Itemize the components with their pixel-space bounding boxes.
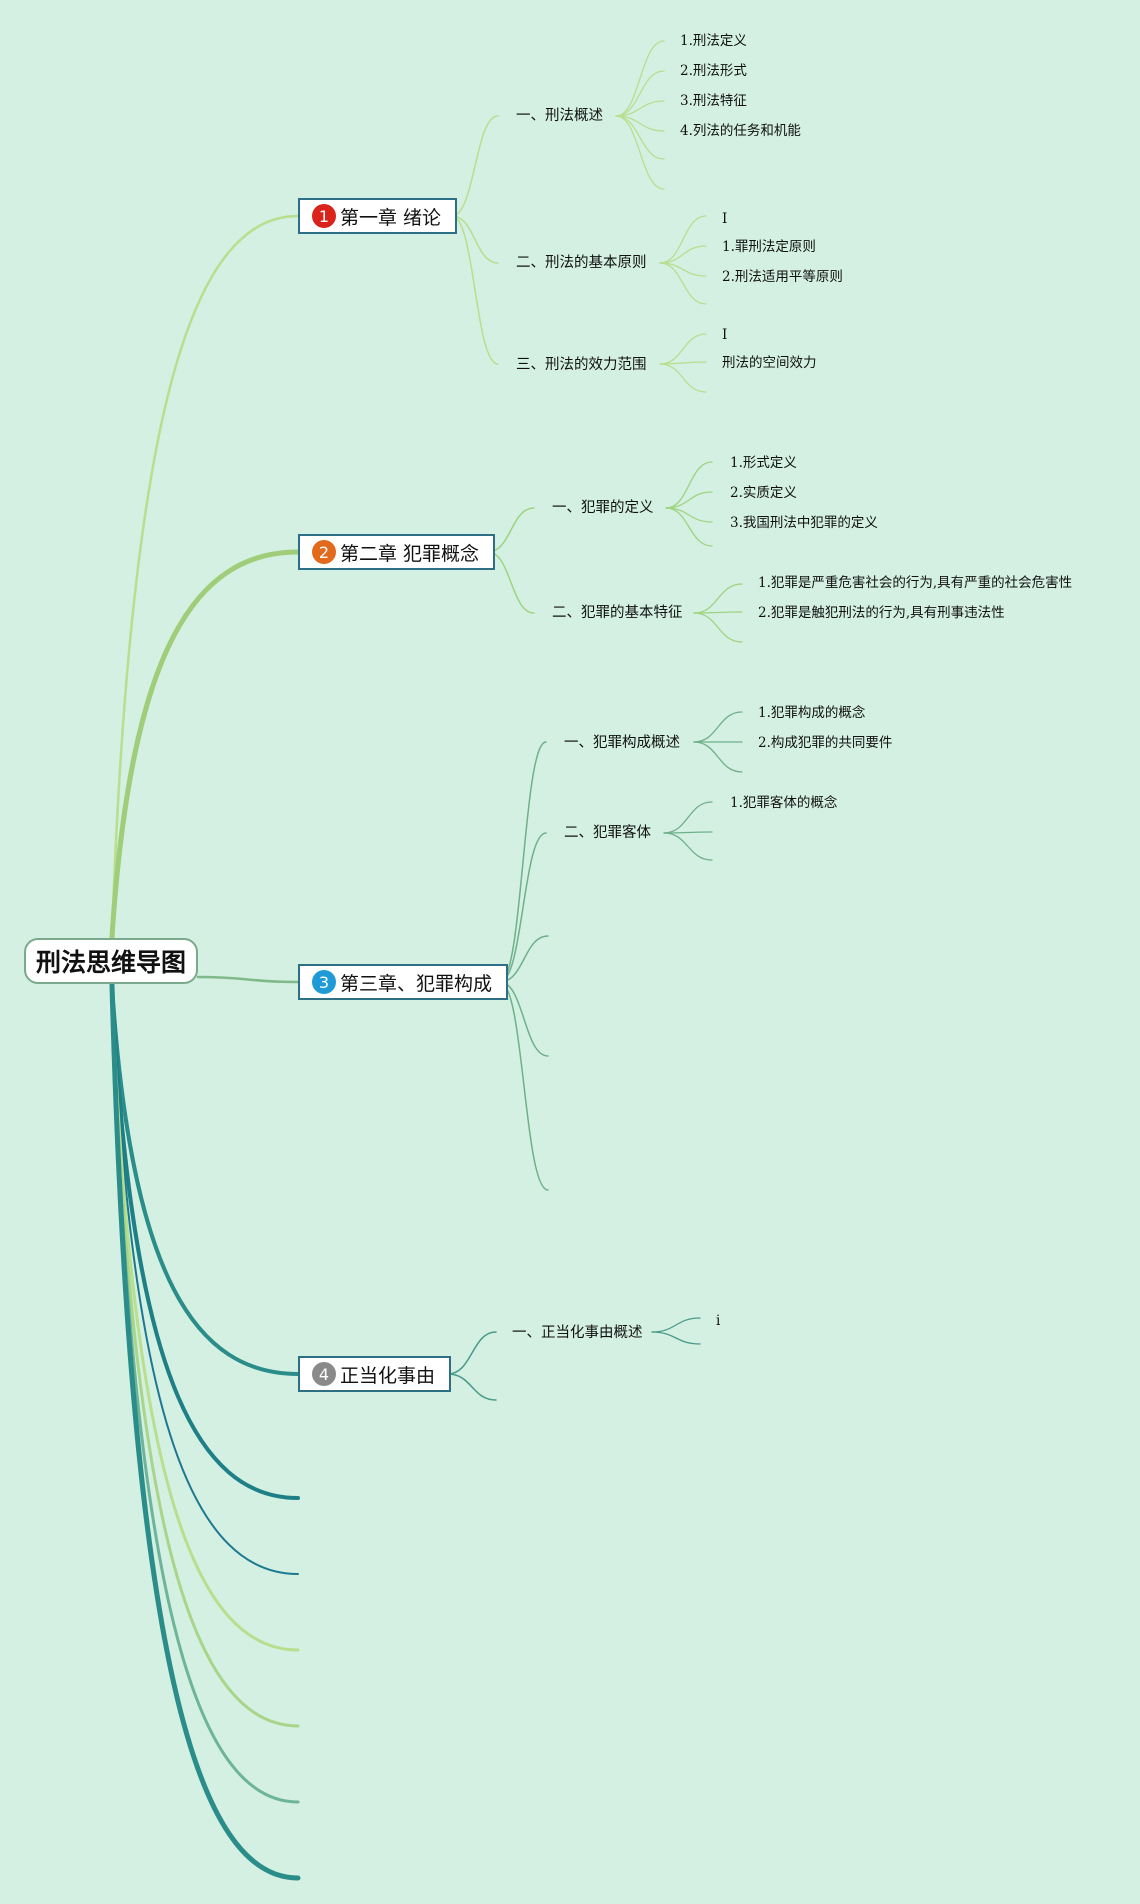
connector-22: [693, 583, 743, 614]
connector-15: [659, 363, 707, 393]
connector-root-chapter-1: [110, 214, 300, 939]
connector-10: [659, 245, 707, 264]
leaf-1-1-4[interactable]: 4.列法的任务和机能: [680, 123, 801, 139]
leaf-1-2-3[interactable]: 2.刑法适用平等原则: [722, 269, 843, 285]
connector-5: [615, 100, 665, 117]
connector-29: [499, 981, 549, 1191]
leaf-4-1-1[interactable]: i: [716, 1313, 721, 1329]
connector-18: [665, 461, 713, 509]
connector-2: [451, 215, 499, 365]
chapter-node-2[interactable]: 2 第二章 犯罪概念: [298, 534, 496, 570]
connector-32: [693, 741, 743, 773]
connector-33: [663, 801, 713, 834]
connector-8: [615, 115, 665, 190]
connector-20: [665, 507, 713, 523]
connector-38: [651, 1317, 701, 1333]
leaf-2-1-3[interactable]: 3.我国刑法中犯罪的定义: [730, 515, 878, 531]
leaf-2-1-1[interactable]: 1.形式定义: [730, 455, 797, 471]
connector-37: [447, 1373, 497, 1401]
connector-30: [693, 711, 743, 743]
connector-root-chapter-4: [110, 983, 300, 1376]
connector-root-extra-2: [111, 984, 299, 1575]
root-node[interactable]: 刑法思维导图: [24, 938, 198, 984]
connector-1: [451, 215, 499, 264]
chapter-node-3[interactable]: 3 第三章、犯罪构成: [298, 964, 509, 1000]
chapter-1-number-badge: 1: [312, 204, 336, 228]
connector-36: [447, 1331, 497, 1375]
connector-4: [615, 70, 665, 117]
section-2-1[interactable]: 一、犯罪的定义: [552, 500, 654, 516]
connector-root-chapter-2: [109, 549, 301, 940]
connector-3: [615, 40, 665, 117]
leaf-1-3-1[interactable]: I: [722, 327, 728, 343]
connector-9: [659, 215, 707, 264]
connector-39: [651, 1331, 701, 1345]
leaf-1-2-2[interactable]: 1.罪刑法定原则: [722, 239, 816, 255]
connector-root-chapter-3: [196, 975, 300, 984]
leaf-3-2-1[interactable]: 1.犯罪客体的概念: [730, 795, 838, 811]
leaf-2-2-1[interactable]: 1.犯罪是严重危害社会的行为,具有严重的社会危害性: [758, 575, 1073, 591]
connector-root-extra-6: [109, 982, 301, 1881]
chapter-2-title: 第二章 犯罪概念: [340, 542, 480, 565]
chapter-node-1[interactable]: 1 第一章 绪论: [298, 198, 458, 234]
section-1-3[interactable]: 三、刑法的效力范围: [516, 357, 647, 373]
leaf-3-1-2[interactable]: 2.构成犯罪的共同要件: [758, 735, 893, 751]
connector-35: [663, 832, 713, 861]
leaf-1-1-2[interactable]: 2.刑法形式: [680, 63, 747, 79]
section-2-2[interactable]: 二、犯罪的基本特征: [552, 605, 683, 621]
chapter-4-number-badge: 4: [312, 1362, 336, 1386]
chapter-3-title: 第三章、犯罪构成: [340, 972, 493, 995]
leaf-2-1-2[interactable]: 2.实质定义: [730, 485, 797, 501]
leaf-1-2-1[interactable]: I: [722, 211, 728, 227]
root-title: 刑法思维导图: [35, 948, 186, 977]
chapter-2-number-badge: 2: [312, 540, 336, 564]
connector-12: [659, 262, 707, 305]
leaf-1-3-2[interactable]: 刑法的空间效力: [722, 355, 817, 371]
connector-19: [665, 491, 713, 509]
chapter-1-title: 第一章 绪论: [340, 206, 442, 229]
chapter-4-title: 正当化事由: [340, 1364, 436, 1387]
connector-21: [665, 507, 713, 547]
connector-0: [451, 115, 499, 217]
leaf-2-2-2[interactable]: 2.犯罪是触犯刑法的行为,具有刑事违法性: [758, 605, 1005, 621]
section-4-1[interactable]: 一、正当化事由概述: [512, 1325, 643, 1341]
connector-root-extra-3: [110, 983, 300, 1652]
connector-24: [693, 612, 743, 643]
leaf-3-1-1[interactable]: 1.犯罪构成的概念: [758, 705, 866, 721]
connector-root-extra-5: [110, 983, 300, 1804]
leaf-1-1-3[interactable]: 3.刑法特征: [680, 93, 747, 109]
section-3-2[interactable]: 二、犯罪客体: [564, 825, 651, 841]
section-1-1[interactable]: 一、刑法概述: [516, 108, 603, 124]
section-3-1[interactable]: 一、犯罪构成概述: [564, 735, 680, 751]
section-1-2[interactable]: 二、刑法的基本原则: [516, 255, 647, 271]
connector-7: [615, 115, 665, 160]
connector-13: [659, 333, 707, 365]
connector-root-extra-1: [110, 983, 300, 1500]
leaf-1-1-1[interactable]: 1.刑法定义: [680, 33, 747, 49]
chapter-node-4[interactable]: 4 正当化事由: [298, 1356, 452, 1392]
connector-25: [499, 741, 547, 983]
chapter-3-number-badge: 3: [312, 970, 336, 994]
connector-root-extra-4: [110, 983, 300, 1728]
